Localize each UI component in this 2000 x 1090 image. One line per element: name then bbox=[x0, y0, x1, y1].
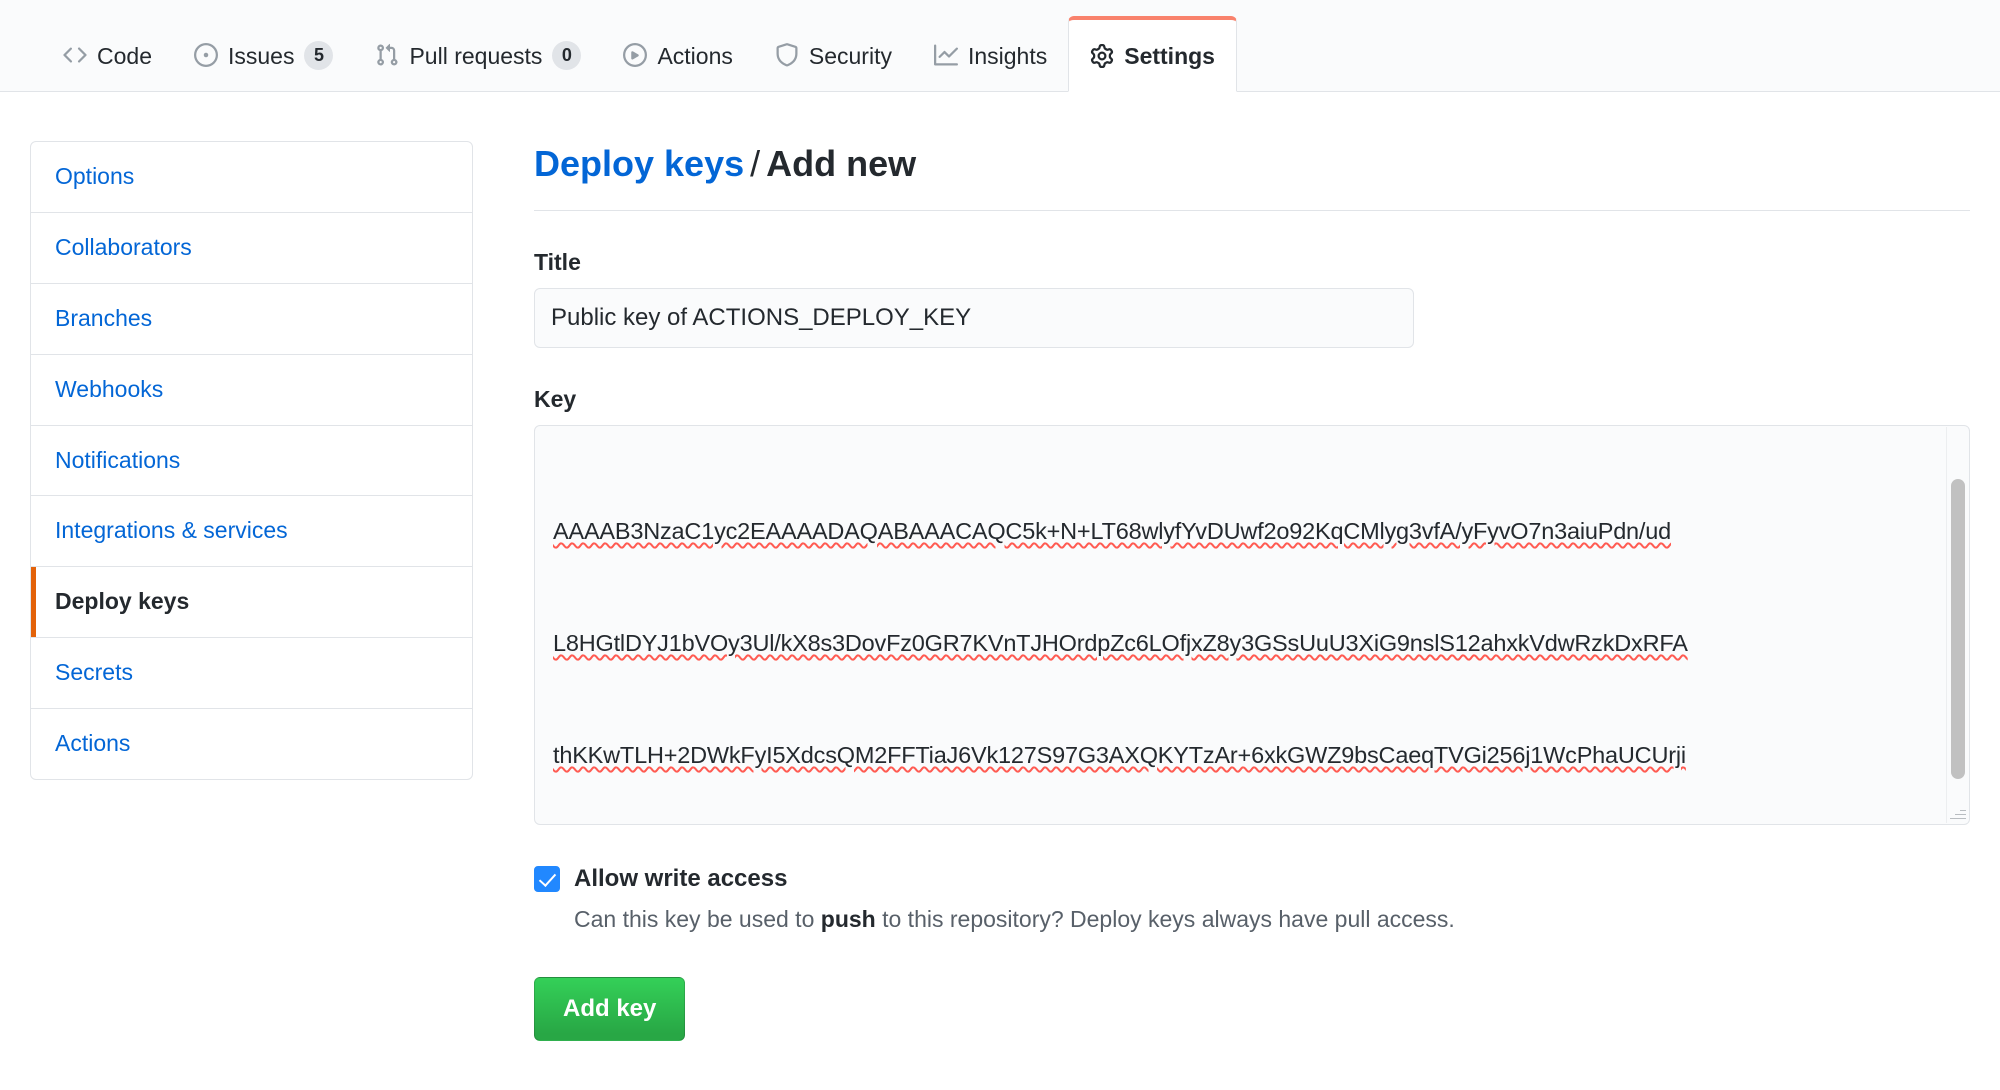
allow-write-access-label[interactable]: Allow write access bbox=[574, 865, 788, 892]
sidebar-item-label: Branches bbox=[55, 304, 153, 331]
sidebar-item-label: Options bbox=[55, 163, 135, 189]
key-line: AAAAB3NzaC1yc2EAAAADAQABAAACAQC5k+N+LT68… bbox=[553, 517, 1671, 544]
sidebar-item-label: Webhooks bbox=[55, 375, 164, 402]
key-textarea-scrollbar[interactable] bbox=[1946, 427, 1968, 823]
textarea-resize-handle[interactable] bbox=[1948, 803, 1966, 821]
help-suffix: to this repository? Deploy keys always h… bbox=[875, 906, 1455, 932]
sidebar-item-actions[interactable]: Actions bbox=[31, 709, 472, 779]
tab-pull-requests-label: Pull requests bbox=[409, 42, 543, 69]
graph-icon bbox=[933, 43, 958, 67]
sidebar-item-label: Integrations & services bbox=[55, 517, 288, 544]
tab-insights[interactable]: Insights bbox=[913, 19, 1068, 91]
sidebar-item-integrations-services[interactable]: Integrations & services bbox=[31, 496, 472, 568]
tab-actions-label: Actions bbox=[657, 42, 733, 69]
sidebar-item-label: Collaborators bbox=[55, 233, 192, 260]
breadcrumb-separator: / bbox=[750, 143, 761, 184]
tab-code-label: Code bbox=[97, 42, 152, 69]
sidebar-item-deploy-keys[interactable]: Deploy keys bbox=[31, 567, 472, 639]
allow-write-access-checkbox[interactable] bbox=[534, 866, 560, 892]
sidebar-item-label: Deploy keys bbox=[55, 588, 190, 615]
tab-issues-label: Issues bbox=[227, 42, 295, 69]
settings-sidebar: Options Collaborators Branches Webhooks … bbox=[30, 141, 473, 781]
key-textarea-wrapper: AAAAB3NzaC1yc2EAAAADAQABAAACAQC5k+N+LT68… bbox=[534, 425, 1970, 825]
deploy-key-form: Deploy keys/Add new Title Key AAAAB3NzaC… bbox=[534, 141, 1970, 1042]
settings-content: Options Collaborators Branches Webhooks … bbox=[0, 92, 2000, 1090]
issue-opened-icon bbox=[193, 43, 218, 67]
page-title: Deploy keys/Add new bbox=[534, 141, 1970, 211]
allow-write-access-row: Allow write access bbox=[534, 865, 1970, 893]
sidebar-item-notifications[interactable]: Notifications bbox=[31, 426, 472, 497]
tab-settings[interactable]: Settings bbox=[1068, 16, 1237, 92]
key-field-label: Key bbox=[534, 386, 577, 412]
shield-icon bbox=[775, 43, 799, 67]
repo-navigation: Code Issues 5 Pull requests 0 Actions bbox=[0, 0, 2000, 92]
sidebar-item-options[interactable]: Options bbox=[31, 142, 472, 213]
tab-security-label: Security bbox=[808, 42, 892, 69]
pull-requests-counter: 0 bbox=[552, 40, 582, 70]
title-input[interactable] bbox=[534, 288, 1414, 348]
tab-pull-requests[interactable]: Pull requests 0 bbox=[354, 19, 602, 91]
add-key-button[interactable]: Add key bbox=[534, 977, 686, 1042]
scrollbar-thumb[interactable] bbox=[1951, 479, 1965, 779]
sidebar-item-secrets[interactable]: Secrets bbox=[31, 638, 472, 710]
title-field-label: Title bbox=[534, 249, 581, 275]
play-icon bbox=[623, 43, 648, 67]
sidebar-item-webhooks[interactable]: Webhooks bbox=[31, 355, 472, 426]
git-pull-request-icon bbox=[375, 43, 399, 67]
sidebar-item-label: Actions bbox=[55, 730, 131, 757]
tab-insights-label: Insights bbox=[967, 42, 1048, 69]
sidebar-item-label: Notifications bbox=[55, 446, 181, 473]
breadcrumb-deploy-keys-link[interactable]: Deploy keys bbox=[534, 143, 745, 184]
sidebar-item-branches[interactable]: Branches bbox=[31, 284, 472, 355]
tab-actions[interactable]: Actions bbox=[602, 19, 753, 91]
sidebar-item-label: Secrets bbox=[55, 659, 133, 686]
tab-settings-label: Settings bbox=[1124, 43, 1215, 69]
key-line: L8HGtlDYJ1bVOy3Ul/kX8s3DovFz0GR7KVnTJHOr… bbox=[553, 630, 1688, 657]
tab-issues[interactable]: Issues 5 bbox=[173, 19, 354, 91]
sidebar-item-collaborators[interactable]: Collaborators bbox=[31, 213, 472, 284]
tab-security[interactable]: Security bbox=[754, 19, 913, 91]
issues-counter: 5 bbox=[304, 40, 334, 70]
key-line: thKKwTLH+2DWkFyI5XdcsQM2FFTiaJ6Vk127S97G… bbox=[553, 742, 1686, 769]
key-textarea[interactable]: AAAAB3NzaC1yc2EAAAADAQABAAACAQC5k+N+LT68… bbox=[535, 426, 1940, 824]
help-prefix: Can this key be used to bbox=[574, 906, 821, 932]
code-icon bbox=[63, 43, 87, 67]
tab-code[interactable]: Code bbox=[42, 19, 173, 91]
help-bold-push: push bbox=[820, 906, 876, 932]
breadcrumb-current: Add new bbox=[766, 143, 917, 184]
allow-write-access-help: Can this key be used to push to this rep… bbox=[574, 903, 1970, 935]
gear-icon bbox=[1090, 43, 1114, 68]
